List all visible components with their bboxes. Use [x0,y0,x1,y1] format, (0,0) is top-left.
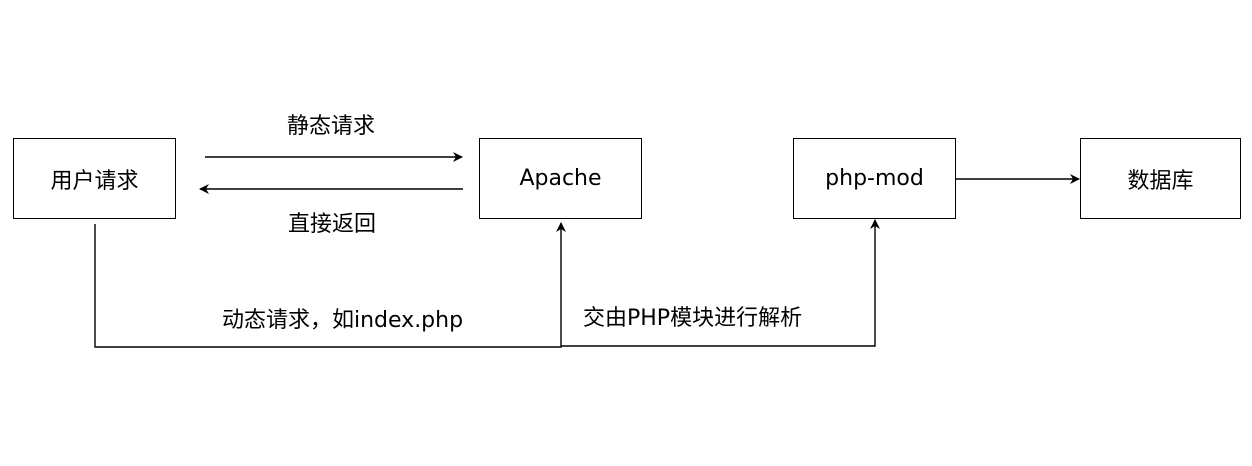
database-node[interactable]: 数据库 [1080,138,1241,219]
php-mod-node[interactable]: php-mod [793,138,956,219]
apache-label: Apache [519,166,602,191]
static-request-label: 静态请求 [287,114,376,139]
user-request-label: 用户请求 [50,168,139,194]
dynamic-request-arrow [94,222,566,348]
php-parse-arrow [561,219,880,347]
php-mod-label: php-mod [825,166,924,191]
user-request-node[interactable]: 用户请求 [13,138,176,219]
database-label: 数据库 [1127,168,1194,194]
dynamic-request-label: 动态请求，如index.php [222,308,464,333]
direct-return-label: 直接返回 [288,212,377,237]
php-parse-label: 交由PHP模块进行解析 [583,306,803,331]
apache-node[interactable]: Apache [479,138,642,219]
